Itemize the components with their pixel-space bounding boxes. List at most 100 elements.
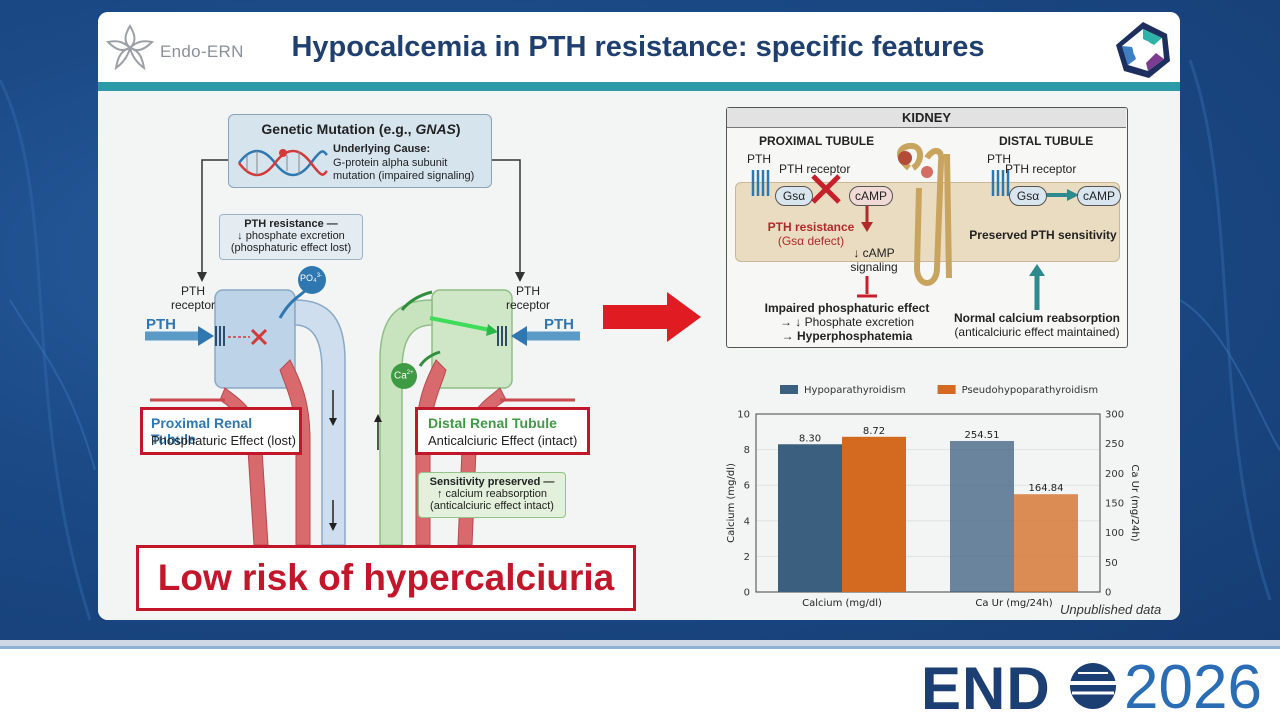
- conference-logo-icon: [1116, 22, 1170, 78]
- category-label: Ca Ur (mg/24h): [975, 598, 1052, 609]
- pth-left-kidney: PTH: [747, 152, 771, 166]
- signaling: signaling: [850, 260, 898, 274]
- right-tick-label: 200: [1105, 469, 1124, 480]
- camp-left-pill: cAMP: [849, 186, 893, 206]
- normal-line2: (anticalciuric effect maintained): [954, 325, 1120, 339]
- left-tick-label: 10: [737, 410, 750, 421]
- pth-label-left: PTH: [146, 316, 176, 333]
- cause-label: Underlying Cause:: [333, 143, 431, 155]
- proximal-title: Proximal Renal Tubule: [151, 415, 253, 447]
- pth-receptor-label-left: PTH receptor: [170, 284, 216, 312]
- pth-receptor-right-kidney: PTH receptor: [1005, 162, 1077, 176]
- footer-band: [0, 640, 1280, 646]
- pth-resistance-box: PTH resistance — ↓ phosphate excretion (…: [219, 214, 363, 260]
- gsa-defect: (Gsα defect): [777, 234, 845, 248]
- right-tick-label: 300: [1105, 410, 1124, 421]
- legend-swatch: [937, 385, 956, 394]
- bar-pseudohypoparathyroidism: [1014, 494, 1078, 592]
- big-red-arrow-icon: [603, 292, 701, 342]
- cause-line2: mutation (impaired signaling): [333, 170, 475, 182]
- bar-pseudohypoparathyroidism: [842, 436, 906, 592]
- right-tick-label: 150: [1105, 499, 1124, 510]
- mutation-title: Genetic Mutation (e.g., GNAS): [229, 121, 493, 137]
- left-tick-label: 2: [744, 552, 750, 563]
- background-texture: [0, 59, 1280, 621]
- left-tick-label: 4: [744, 516, 750, 527]
- pth-receptor-left-kidney: PTH receptor: [779, 162, 851, 176]
- impaired-line1: Impaired phosphaturic effect: [764, 301, 930, 315]
- logo-text: Endo-ERN: [160, 42, 244, 61]
- kidney-pathway-graphic: [751, 142, 1079, 310]
- pth-label-right: PTH: [544, 316, 574, 333]
- camp-right-pill: cAMP: [1077, 186, 1121, 206]
- right-tick-label: 250: [1105, 439, 1124, 450]
- endo-year: 2026: [1124, 653, 1262, 720]
- genetic-mutation-box: Genetic Mutation (e.g., GNAS) Underlying…: [228, 114, 492, 188]
- endo-brand-text: END: [921, 655, 1051, 720]
- down-camp: ↓ cAMP: [853, 246, 895, 260]
- po4-text: PO₄: [300, 273, 317, 283]
- chart-text: 02468100501001502002503008.308.72Calcium…: [726, 385, 1140, 609]
- pth-right-kidney: PTH: [987, 152, 1011, 166]
- impaired-line2: → ↓ Phosphate excretion: [779, 315, 915, 329]
- left-tick-label: 8: [744, 445, 750, 456]
- distal-tubule-header: DISTAL TUBULE: [999, 134, 1094, 148]
- left-tick-label: 0: [744, 588, 750, 599]
- endo-brand: END: [921, 654, 1051, 720]
- chart-bars: [778, 436, 1078, 592]
- legend-label: Hypoparathyroidism: [804, 385, 906, 396]
- endo-globe-icon: [1070, 663, 1116, 709]
- po4-charge: 3-: [316, 273, 323, 279]
- footer: [0, 640, 1280, 720]
- legend-label: Pseudohypoparathyroidism: [962, 385, 1099, 396]
- normal-line1: Normal calcium reabsorption: [953, 311, 1121, 325]
- pth-resistance-line2: (phosphaturic effect lost): [230, 242, 352, 254]
- kidney-panel: KIDNEY PROXIMAL TUBULE DISTAL TUBULE PTH…: [726, 107, 1128, 348]
- sensitivity-title: Sensitivity preserved —: [429, 476, 555, 488]
- right-tick-label: 50: [1105, 558, 1118, 569]
- proximal-tubule-label-box: Proximal Renal Tubule Phosphaturic Effec…: [140, 407, 302, 455]
- low-risk-hypercalciuria-box: Low risk of hypercalciuria: [136, 545, 636, 611]
- impaired-line3: → Hyperphosphatemia: [781, 329, 913, 343]
- header-accent-bar: [98, 82, 1180, 91]
- dna-helix-icon: [238, 149, 328, 177]
- plot-frame: [755, 413, 1101, 593]
- mutation-title-close: ): [455, 121, 461, 137]
- bar-value-label: 8.30: [799, 433, 821, 444]
- distal-title: Distal Renal Tubule: [428, 415, 557, 431]
- pth-resistance-title: PTH resistance —: [244, 218, 338, 230]
- proximal-sub: Phosphaturic Effect (lost): [151, 433, 296, 448]
- right-tick-label: 0: [1105, 588, 1111, 599]
- endo-ern-logo-icon: [105, 24, 155, 71]
- ca-text: Ca: [394, 370, 407, 382]
- ca-charge: 2+: [406, 370, 414, 376]
- sensitivity-line1: ↑ calcium reabsorption: [436, 488, 548, 500]
- y-axis-label-right: Ca Ur (mg/24h): [1129, 464, 1140, 541]
- slide-header: Endo-ERN Hypocalcemia in PTH resistance:…: [98, 12, 1180, 82]
- preserved-sensitivity: Preserved PTH sensitivity: [969, 228, 1117, 242]
- distal-tubule-label-box: Distal Renal Tubule Anticalciuric Effect…: [415, 407, 590, 455]
- cause-line1: G-protein alpha subunit: [333, 157, 448, 169]
- pth-receptor-label-right: PTH receptor: [505, 284, 551, 312]
- bar-hypoparathyroidism: [778, 444, 842, 592]
- slide-title: Hypocalcemia in PTH resistance: specific…: [291, 31, 985, 63]
- bar-value-label: 164.84: [1029, 483, 1064, 494]
- ca-ion: Ca2+: [394, 370, 414, 381]
- po4-ion: PO₄3-: [300, 273, 322, 283]
- bar-hypoparathyroidism: [950, 440, 1014, 592]
- calcium-bar-chart: 02468100501001502002503008.308.72Calcium…: [726, 385, 1140, 609]
- kidney-title: KIDNEY: [727, 108, 1126, 128]
- pth-resistance-kidney: PTH resistance: [767, 220, 855, 234]
- bar-value-label: 8.72: [863, 426, 885, 437]
- mutation-gene: GNAS: [415, 121, 456, 137]
- sensitivity-line2: (anticalciuric effect intact): [430, 500, 554, 512]
- right-tick-label: 100: [1105, 528, 1124, 539]
- category-label: Calcium (mg/dl): [802, 598, 882, 609]
- gsa-left-pill: Gsα: [775, 186, 813, 206]
- legend-swatch: [780, 385, 798, 394]
- distal-sub: Anticalciuric Effect (intact): [428, 433, 578, 448]
- pth-resistance-line1: ↓ phosphate excretion: [237, 230, 345, 242]
- sensitivity-preserved-box: Sensitivity preserved — ↑ calcium reabso…: [418, 472, 566, 518]
- bar-value-label: 254.51: [965, 430, 1000, 441]
- y-axis-label-left: Calcium (mg/dl): [726, 463, 737, 543]
